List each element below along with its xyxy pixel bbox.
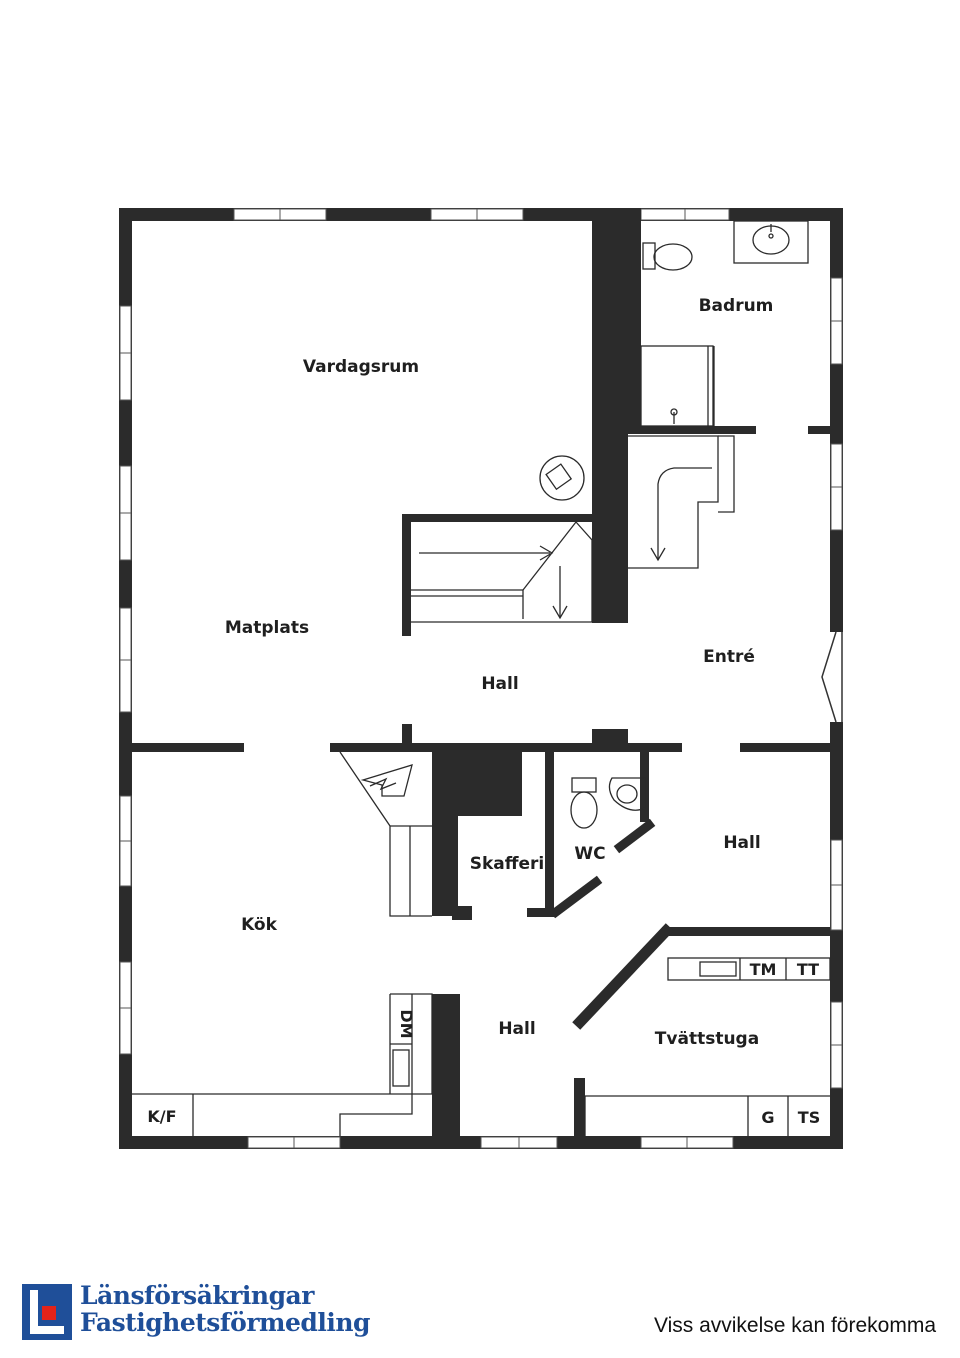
fixture-label-kf: K/F	[147, 1107, 176, 1126]
room-label-entre: Entré	[703, 647, 755, 667]
room-label-hall-lower: Hall	[498, 1019, 535, 1039]
stove	[539, 455, 585, 501]
fixture-label-tm: TM	[750, 960, 777, 979]
room-label-hall-right: Hall	[723, 833, 760, 853]
brand-logo-line2: Fastighetsförmedling	[80, 1308, 370, 1337]
room-label-vardagsrum: Vardagsrum	[303, 357, 419, 377]
window-mullions	[120, 209, 842, 1148]
room-label-kok: Kök	[241, 915, 278, 935]
kitchen-counters	[132, 751, 433, 1136]
room-label-tvattstuga: Tvättstuga	[655, 1029, 759, 1049]
angled-walls	[549, 818, 674, 1030]
interior-walls	[132, 208, 830, 1136]
fixture-label-g: G	[761, 1108, 774, 1127]
entrance-door	[821, 631, 843, 723]
floor-plan: Vardagsrum Badrum Matplats Entré Hall Ha…	[119, 208, 843, 1149]
room-label-skafferi: Skafferi	[470, 854, 545, 874]
entrance-stairs	[628, 435, 735, 569]
brand-logo-line1: Länsförsäkringar	[80, 1281, 314, 1310]
room-label-badrum: Badrum	[699, 296, 774, 316]
room-label-matplats: Matplats	[225, 618, 309, 638]
room-label-hall-upper: Hall	[481, 674, 518, 694]
brand-logo-text: Länsförsäkringar Fastighetsförmedling	[80, 1282, 370, 1336]
brand-logo-icon	[22, 1284, 72, 1340]
laundry-fixtures	[584, 957, 831, 1136]
wc-fixtures	[570, 777, 646, 829]
bathroom-fixtures	[640, 220, 809, 427]
fixture-label-tt: TT	[797, 960, 819, 979]
fixture-label-ts: TS	[798, 1108, 820, 1127]
disclaimer-text: Viss avvikelse kan förekomma	[653, 1314, 936, 1337]
stairs	[411, 521, 593, 623]
room-label-wc: WC	[574, 844, 605, 864]
fixture-label-dm: DM	[397, 1009, 416, 1038]
